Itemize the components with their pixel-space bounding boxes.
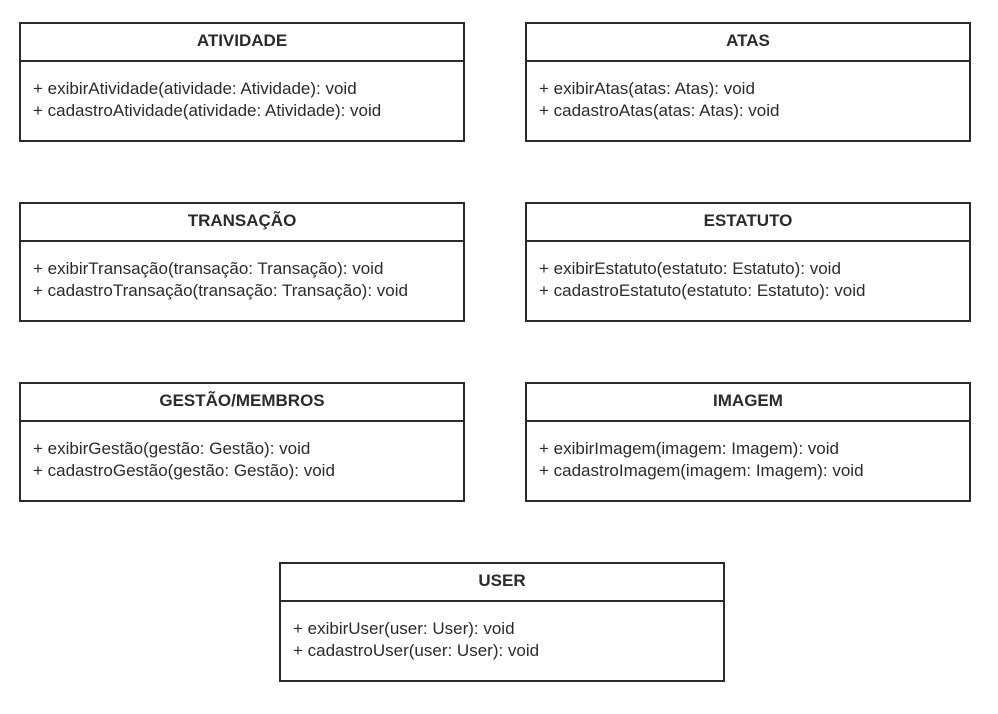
method-exibir: + exibirAtas(atas: Atas): void [539,79,755,98]
method-exibir: + exibirImagem(imagem: Imagem): void [539,439,839,458]
class-user: USER + exibirUser(user: User): void + ca… [279,562,725,682]
class-methods: + exibirUser(user: User): void + cadastr… [281,602,723,662]
class-name: ATAS [527,24,969,62]
class-imagem: IMAGEM + exibirImagem(imagem: Imagem): v… [525,382,971,502]
method-exibir: + exibirAtividade(atividade: Atividade):… [33,79,357,98]
method-cadastro: + cadastroAtividade(atividade: Atividade… [33,101,382,120]
method-cadastro: + cadastroTransação(transação: Transação… [33,281,408,300]
method-exibir: + exibirGestão(gestão: Gestão): void [33,439,311,458]
class-methods: + exibirAtividade(atividade: Atividade):… [21,62,463,122]
method-cadastro: + cadastroUser(user: User): void [293,641,540,660]
class-name: TRANSAÇÃO [21,204,463,242]
class-methods: + exibirGestão(gestão: Gestão): void + c… [21,422,463,482]
class-atas: ATAS + exibirAtas(atas: Atas): void + ca… [525,22,971,142]
class-name: IMAGEM [527,384,969,422]
class-estatuto: ESTATUTO + exibirEstatuto(estatuto: Esta… [525,202,971,322]
class-name: USER [281,564,723,602]
class-methods: + exibirEstatuto(estatuto: Estatuto): vo… [527,242,969,302]
class-transacao: TRANSAÇÃO + exibirTransação(transação: T… [19,202,465,322]
class-methods: + exibirImagem(imagem: Imagem): void + c… [527,422,969,482]
method-exibir: + exibirEstatuto(estatuto: Estatuto): vo… [539,259,841,278]
method-cadastro: + cadastroImagem(imagem: Imagem): void [539,461,864,480]
class-name: ATIVIDADE [21,24,463,62]
method-cadastro: + cadastroAtas(atas: Atas): void [539,101,780,120]
method-cadastro: + cadastroEstatuto(estatuto: Estatuto): … [539,281,866,300]
method-exibir: + exibirUser(user: User): void [293,619,515,638]
method-exibir: + exibirTransação(transação: Transação):… [33,259,384,278]
method-cadastro: + cadastroGestão(gestão: Gestão): void [33,461,335,480]
class-methods: + exibirAtas(atas: Atas): void + cadastr… [527,62,969,122]
class-gestao-membros: GESTÃO/MEMBROS + exibirGestão(gestão: Ge… [19,382,465,502]
class-atividade: ATIVIDADE + exibirAtividade(atividade: A… [19,22,465,142]
class-methods: + exibirTransação(transação: Transação):… [21,242,463,302]
class-name: ESTATUTO [527,204,969,242]
class-name: GESTÃO/MEMBROS [21,384,463,422]
